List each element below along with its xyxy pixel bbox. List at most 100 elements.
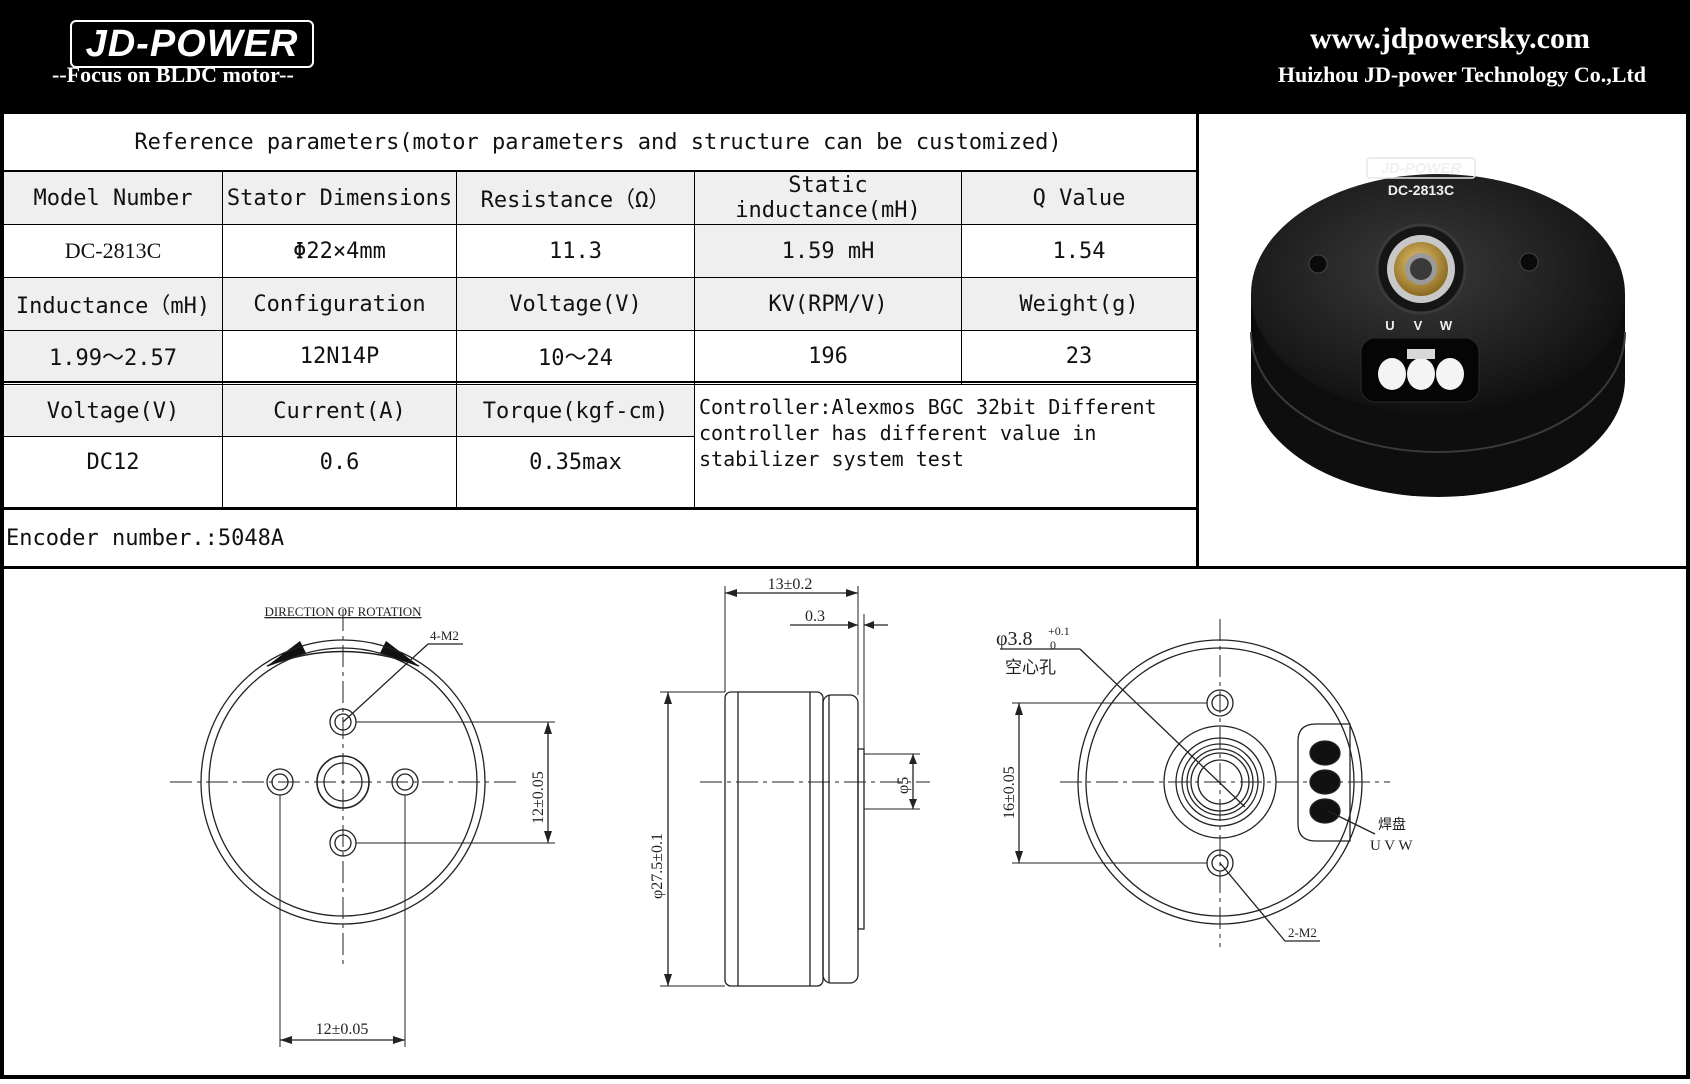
pad-label-w: W: [1440, 318, 1453, 333]
mount-hole-inner: [1211, 694, 1229, 712]
leader-line: [342, 643, 429, 723]
pad-outline: [1297, 723, 1351, 842]
val-model-number: DC-2813C: [64, 238, 162, 263]
photo-logo-box: [1366, 157, 1476, 179]
website-link[interactable]: www.jdpowersky.com: [1309, 22, 1590, 55]
solder-pad: [1309, 740, 1341, 766]
screw-hole: [1519, 252, 1539, 272]
dim-13: 13±0.2: [768, 576, 813, 593]
solder-pad: [1378, 358, 1406, 390]
val-weight: 23: [1065, 343, 1093, 369]
leader-line: [1219, 862, 1286, 942]
mount-hole-inner: [334, 834, 352, 852]
grid-line: [0, 436, 694, 437]
company-name: Huizhou JD-power Technology Co.,Ltd: [1277, 62, 1646, 87]
grid-line: [0, 170, 1196, 172]
dim-12-vertical: 12±0.05: [530, 771, 547, 824]
val-voltage-range: 10～24: [538, 346, 613, 371]
solder-pad: [1407, 358, 1435, 390]
controller-note: Controller:Alexmos BGC 32bit Different c…: [699, 395, 1157, 471]
hdr-configuration: Configuration: [223, 278, 456, 330]
product-photo: JD-POWER DC-2813C U V W: [1199, 114, 1690, 566]
header-bar: JD-POWER --Focus on BLDC motor-- www.jdp…: [0, 0, 1690, 114]
shaft-flange: [857, 748, 865, 930]
hdr-weight: Weight(g): [962, 278, 1196, 330]
encoder-number: Encoder number.:5048A: [6, 526, 285, 551]
dim-27-5: φ27.5±0.1: [649, 833, 666, 899]
brand-logo: JD-POWER: [70, 20, 314, 68]
solder-pad: [1309, 769, 1341, 795]
val-inductance: 1.99～2.57: [4, 331, 222, 381]
grid-line: [961, 170, 962, 384]
label-hollow-hole-cn: 空心孔: [1005, 658, 1056, 677]
val-torque: 0.35max: [529, 449, 622, 475]
hdr-current: Current(A): [223, 386, 456, 436]
leader-line: [1327, 810, 1376, 835]
hole-dia-value: φ3.8: [996, 628, 1033, 650]
grid-line: [222, 170, 223, 507]
pad-label-u: U: [1385, 318, 1394, 333]
photo-model: DC-2813C: [1388, 182, 1454, 198]
logo-text: JD-POWER: [85, 23, 299, 65]
pad-label-v: V: [1414, 318, 1423, 333]
hdr-q-value: Q Value: [962, 172, 1196, 224]
motor-photo-svg: JD-POWER DC-2813C U V W: [1250, 157, 1626, 497]
val-configuration: 12N14P: [299, 343, 380, 369]
leader-line: [1079, 648, 1246, 808]
photo-logo: JD-POWER: [1381, 160, 1462, 177]
motor-seam: [1250, 331, 1626, 453]
tagline: --Focus on BLDC motor--: [52, 62, 294, 87]
val-q-value: 1.54: [1052, 238, 1106, 264]
frame-border: [0, 1075, 1690, 1079]
hole-tol-bottom: 0: [1050, 638, 1056, 652]
screw-hole: [1308, 254, 1328, 274]
label-4-m2: 4-M2: [430, 628, 459, 643]
motor-side-body: [724, 691, 824, 987]
label-2-m2: 2-M2: [1288, 925, 1317, 940]
parameter-table: Reference parameters(motor parameters an…: [0, 114, 1199, 566]
bearing-ring: [1186, 748, 1254, 816]
mount-hole-inner: [334, 713, 352, 731]
hdr-model-number: Model Number: [4, 172, 222, 224]
hdr-inductance: Inductance（mH): [4, 278, 222, 330]
bearing-ring: [1175, 737, 1265, 827]
hdr-kv: KV(RPM/V): [695, 278, 961, 330]
hdr-voltage-test: Voltage(V): [4, 386, 222, 436]
dim-arrows: [848, 621, 874, 629]
side-view: 13±0.2 0.3 φ27.5±0.1 φ5: [649, 576, 930, 987]
val-current: 0.6: [319, 449, 360, 475]
hollow-hole: [1197, 759, 1243, 805]
val-voltage-test: DC12: [86, 449, 140, 475]
rear-view: φ3.8 +0.1 0 空心孔 16±0.05 焊盘 U V W 2-M2: [996, 619, 1413, 947]
grid-line: [0, 381, 1196, 383]
grid-line: [694, 170, 695, 507]
technical-drawing: DIRECTION OF ROTATION: [0, 566, 1690, 1079]
mount-hole-inner: [1211, 854, 1229, 872]
table-title: Reference parameters(motor parameters an…: [134, 129, 1062, 155]
hdr-stator-dimensions: Stator Dimensions: [223, 172, 456, 224]
solder-pad: [1436, 358, 1464, 390]
dim-12-horizontal: 12±0.05: [316, 1021, 369, 1038]
dim-16: 16±0.05: [1001, 766, 1018, 819]
hdr-static-inductance: Static inductance(mH): [695, 172, 961, 224]
grid-line: [456, 170, 457, 507]
rotation-arrow-right: [380, 641, 419, 666]
val-kv: 196: [808, 343, 848, 369]
center-hub: [316, 755, 370, 809]
motor-rotor-cap: [822, 694, 859, 984]
val-static-inductance: 1.59 mH: [695, 225, 961, 277]
hdr-voltage: Voltage(V): [457, 278, 694, 330]
center-bore: [323, 762, 363, 802]
hdr-torque: Torque(kgf-cm): [457, 386, 694, 436]
frame-border: [1686, 0, 1690, 1079]
mount-hole-inner: [396, 773, 414, 791]
drawing-svg: DIRECTION OF ROTATION: [170, 576, 1413, 1047]
val-resistance: 11.3: [549, 238, 602, 264]
label-hole-dia: φ3.8: [996, 628, 1033, 650]
connector-tab: [1407, 349, 1435, 359]
label-uvw: U V W: [1370, 838, 1413, 854]
bearing-outer: [1163, 725, 1277, 839]
grid-line: [0, 384, 1196, 385]
grid-line: [0, 330, 1196, 331]
rotation-arrow-left: [267, 641, 306, 666]
